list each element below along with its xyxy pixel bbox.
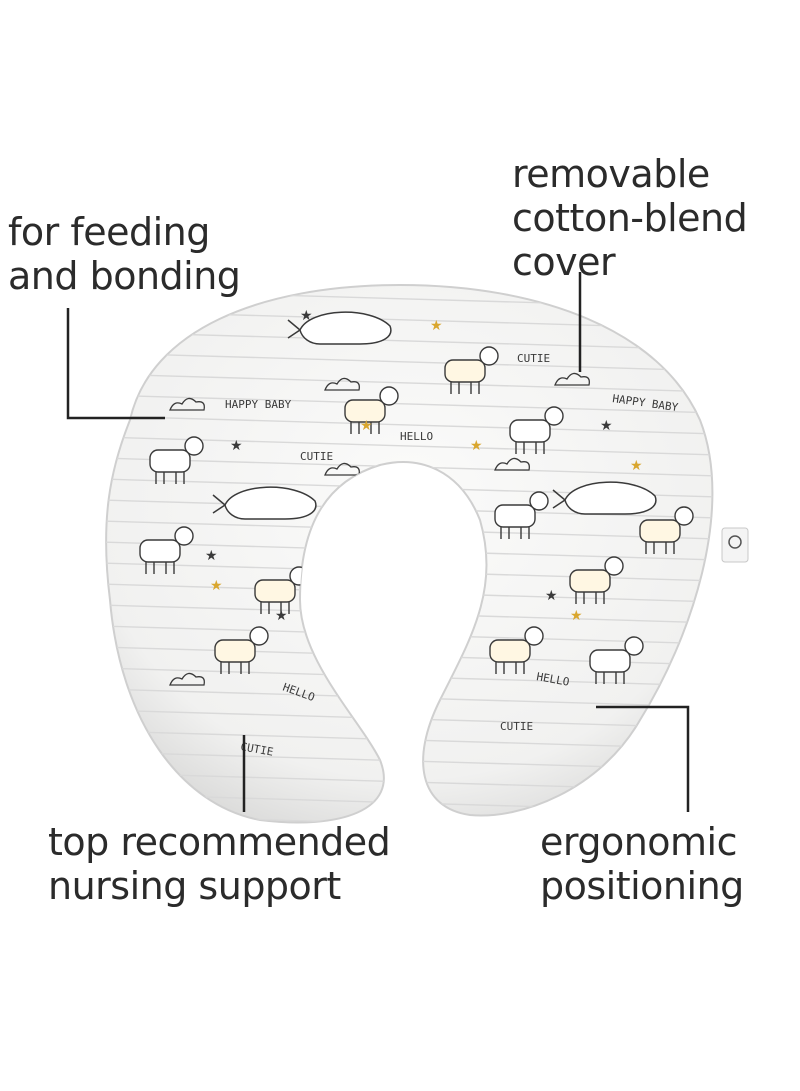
star-icon: ★	[430, 318, 443, 334]
lion-icon	[639, 506, 694, 554]
whale-icon	[287, 311, 392, 345]
cloud-icon	[494, 457, 530, 471]
cloud-icon	[169, 397, 205, 411]
cloud-icon	[324, 377, 360, 391]
print-word: HELLO	[535, 670, 570, 689]
star-icon: ★	[545, 588, 558, 604]
callout-line: positioning	[540, 864, 744, 908]
stripe	[106, 394, 713, 414]
star-icon: ★	[300, 308, 313, 324]
callout-line: cotton-blend	[512, 196, 748, 240]
callout-line: removable	[512, 152, 710, 196]
cat-icon	[139, 526, 194, 574]
print-word: HAPPY BABY	[225, 398, 292, 411]
print-word: CUTIE	[517, 352, 550, 365]
star-icon: ★	[630, 458, 643, 474]
print-word: CUTIE	[239, 740, 274, 759]
stripe	[106, 436, 713, 456]
giraffe-icon	[489, 626, 544, 674]
removable-cover-callout: removable cotton-blend cover	[512, 152, 748, 284]
brand-tag-icon	[721, 527, 749, 563]
nursing-support-callout: top recommended nursing support	[48, 820, 391, 908]
stripe	[106, 373, 713, 393]
star-icon: ★	[275, 608, 288, 624]
star-icon: ★	[570, 608, 583, 624]
cloud-icon	[554, 372, 590, 386]
zebra-icon	[149, 436, 204, 484]
callout-line: cover	[512, 240, 616, 284]
zebra-icon	[509, 406, 564, 454]
stripe	[106, 352, 713, 372]
cat-icon	[494, 491, 549, 539]
star-icon: ★	[205, 548, 218, 564]
giraffe-icon	[214, 626, 269, 674]
cloud-icon	[169, 672, 205, 686]
elephant-icon	[344, 386, 399, 434]
feeding-bonding-callout: for feeding and bonding	[8, 210, 241, 298]
callout-line: for feeding	[8, 210, 210, 254]
stripe	[106, 331, 713, 351]
whale-icon	[552, 481, 657, 515]
stripe	[106, 793, 713, 813]
nursing-pillow	[105, 283, 714, 824]
callout-line: and bonding	[8, 254, 241, 298]
callout-line: ergonomic	[540, 820, 738, 864]
callout-line: nursing support	[48, 864, 341, 908]
print-word: HELLO	[400, 430, 433, 443]
ergonomic-positioning-callout: ergonomic positioning	[540, 820, 744, 908]
star-icon: ★	[600, 418, 613, 434]
stripe	[106, 415, 713, 435]
star-icon: ★	[360, 418, 373, 434]
whale-icon	[212, 486, 317, 520]
cloud-icon	[324, 462, 360, 476]
print-word: CUTIE	[300, 450, 333, 463]
feeding-leader-line	[66, 308, 165, 420]
star-icon: ★	[210, 578, 223, 594]
star-icon: ★	[470, 438, 483, 454]
zebra-icon	[589, 636, 644, 684]
star-icon: ★	[230, 438, 243, 454]
ergonomic-leader-line	[596, 705, 690, 812]
callout-line: top recommended	[48, 820, 391, 864]
lion-icon	[444, 346, 499, 394]
print-word: CUTIE	[500, 720, 533, 733]
elephant-icon	[569, 556, 624, 604]
